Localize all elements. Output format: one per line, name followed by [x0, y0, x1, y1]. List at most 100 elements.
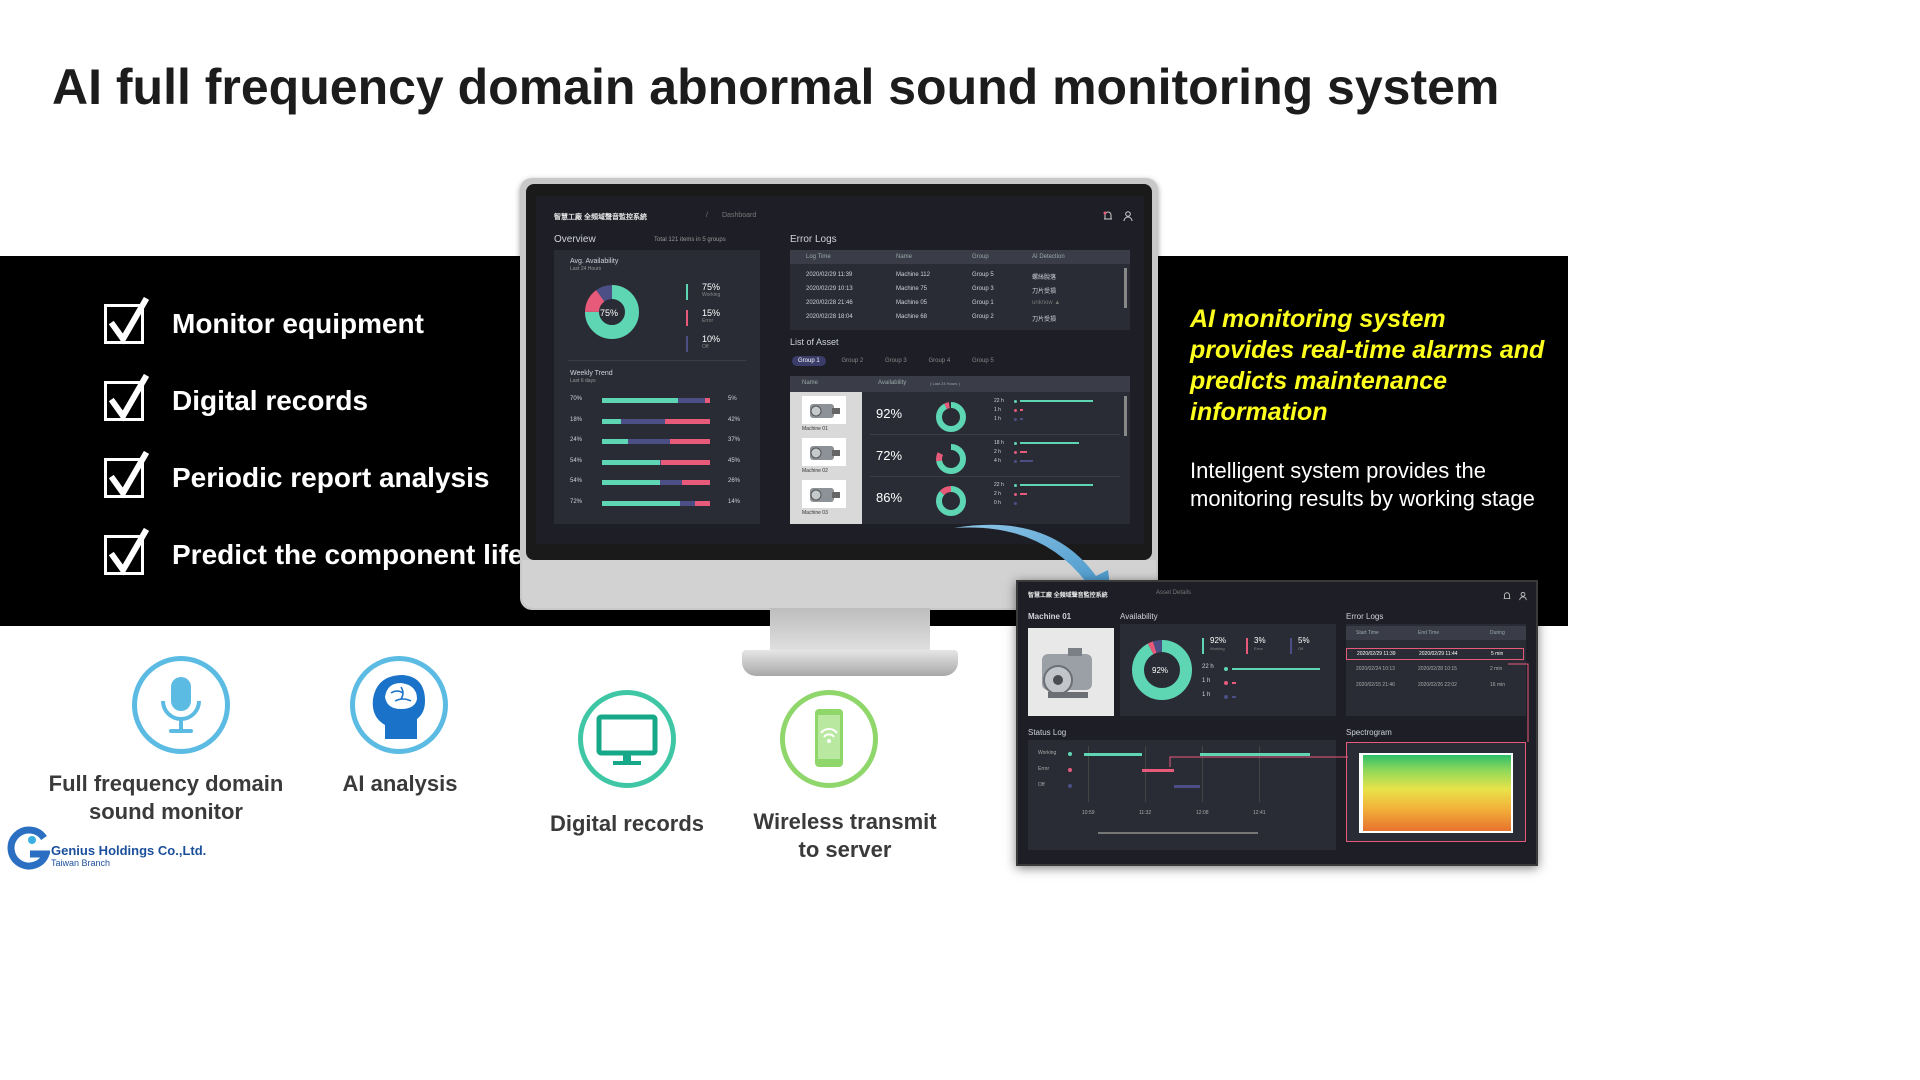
group-tab[interactable]: Group 1	[792, 356, 826, 366]
status-segment-working	[1084, 753, 1142, 756]
hours-bar	[1020, 493, 1027, 495]
ai-detection: 刀片受損	[1032, 317, 1057, 323]
breadcrumb[interactable]: Dashboard	[722, 212, 757, 219]
error-logs-title: Error Logs	[790, 234, 837, 245]
hours-dot	[1014, 442, 1017, 445]
trend-left-label: 54%	[570, 478, 583, 484]
duration: 2 min	[1490, 666, 1503, 672]
column-header[interactable]: AI Detection	[1032, 254, 1065, 260]
scrollbar[interactable]	[1124, 396, 1127, 436]
group-tab[interactable]: Group 5	[972, 358, 994, 364]
column-header[interactable]: Name	[896, 254, 913, 260]
column-header[interactable]: End Time	[1418, 630, 1440, 636]
hours-dot	[1014, 493, 1017, 496]
group-tab[interactable]: Group 4	[928, 358, 951, 364]
duration: 5 min	[1491, 651, 1504, 657]
status-label: Error	[1038, 766, 1050, 772]
asset-list-title: List of Asset	[790, 337, 839, 347]
feature-label: AI analysis	[342, 771, 458, 796]
column-header[interactable]: Start Time	[1356, 630, 1379, 636]
feature-label: Periodic report analysis	[172, 462, 490, 493]
status-segment-working	[1200, 753, 1310, 756]
status-label: Off	[1038, 782, 1045, 788]
availability-donut	[934, 400, 968, 434]
time-gridline	[1202, 746, 1203, 802]
overview-panel: Avg. Availability Last 24 Hours 75% 75%W…	[554, 250, 760, 524]
hours-bar	[1020, 442, 1080, 444]
trend-left-label: 54%	[570, 457, 583, 464]
hours-dot	[1224, 681, 1228, 685]
monitor-base	[742, 650, 958, 676]
machine-name: Machine 68	[896, 314, 928, 320]
bell-icon[interactable]	[1502, 588, 1512, 606]
feature-label-line: Full frequency domain	[48, 771, 284, 796]
breadcrumb[interactable]: Asset Details	[1156, 590, 1192, 596]
column-header[interactable]: During	[1490, 630, 1505, 636]
column-header[interactable]: Log Time	[806, 254, 831, 260]
horizontal-scrollbar[interactable]	[1098, 832, 1258, 834]
trend-left-label: 72%	[570, 498, 583, 505]
hours-dot	[1014, 409, 1017, 412]
trend-bar-off	[679, 500, 695, 506]
group-tab[interactable]: Group 2	[841, 358, 864, 364]
status-dot	[1068, 784, 1072, 788]
error-logs-table: Log Time Name Group AI Detection 2020/02…	[790, 250, 1130, 330]
user-icon[interactable]	[1122, 209, 1134, 227]
log-time: 2020/02/28 21:46	[806, 300, 853, 306]
machine-thumbnail	[802, 480, 846, 508]
feature-label-line: sound monitor	[89, 799, 243, 824]
scrollbar[interactable]	[1124, 268, 1127, 308]
trend-right-label: 14%	[728, 498, 741, 505]
hours-dot	[1224, 695, 1228, 699]
log-time: 2020/02/29 10:13	[806, 286, 853, 292]
hours-dot	[1014, 484, 1017, 487]
group-name: Group 1	[972, 300, 994, 306]
overview-total: Total 121 items in 5 groups	[654, 237, 726, 243]
ai-detection: 刀片受損	[1032, 289, 1057, 295]
user-icon[interactable]	[1518, 588, 1528, 606]
feature-label: Predict the component life	[172, 539, 524, 570]
checkbox-icon	[104, 374, 150, 422]
availability-donut	[1132, 640, 1192, 700]
group-tab[interactable]: Group 3	[885, 358, 907, 364]
availability-donut	[585, 285, 639, 339]
feature-item: Periodic report analysis	[104, 451, 490, 499]
trend-bar-working	[602, 439, 628, 444]
trend-left-label: 70%	[570, 396, 583, 402]
stat-label: Off	[702, 344, 709, 350]
stat-label: Off	[1298, 646, 1304, 651]
ai-detection: unknow ▲	[1032, 300, 1061, 306]
checkbox-icon	[104, 297, 150, 345]
page-title: AI full frequency domain abnormal sound …	[52, 59, 1500, 115]
hours-bar	[1232, 682, 1236, 684]
machine-label: Machine 02	[802, 468, 828, 474]
highlight-connector	[1169, 663, 1529, 767]
trend-bar-working	[602, 459, 661, 465]
machine-name: Machine 112	[896, 272, 930, 278]
feature-label-line: to server	[798, 837, 892, 862]
ai-headline: AI monitoring system provides real-time …	[1190, 305, 1545, 426]
monitor-stand	[770, 608, 930, 656]
bell-icon[interactable]	[1102, 209, 1114, 227]
column-header[interactable]: Group	[972, 254, 989, 260]
feature-label: Wireless transmit to server	[740, 808, 950, 864]
trend-right-label: 26%	[728, 478, 741, 484]
feature-label-line: Wireless transmit	[753, 809, 937, 834]
status-segment-error	[1142, 769, 1174, 772]
hours-dot	[1014, 418, 1017, 421]
weekly-trend-title: Weekly Trend	[570, 370, 613, 377]
group-name: Group 2	[972, 314, 994, 320]
microphone-icon	[132, 656, 230, 754]
hours-label: 1 h	[994, 407, 1001, 413]
